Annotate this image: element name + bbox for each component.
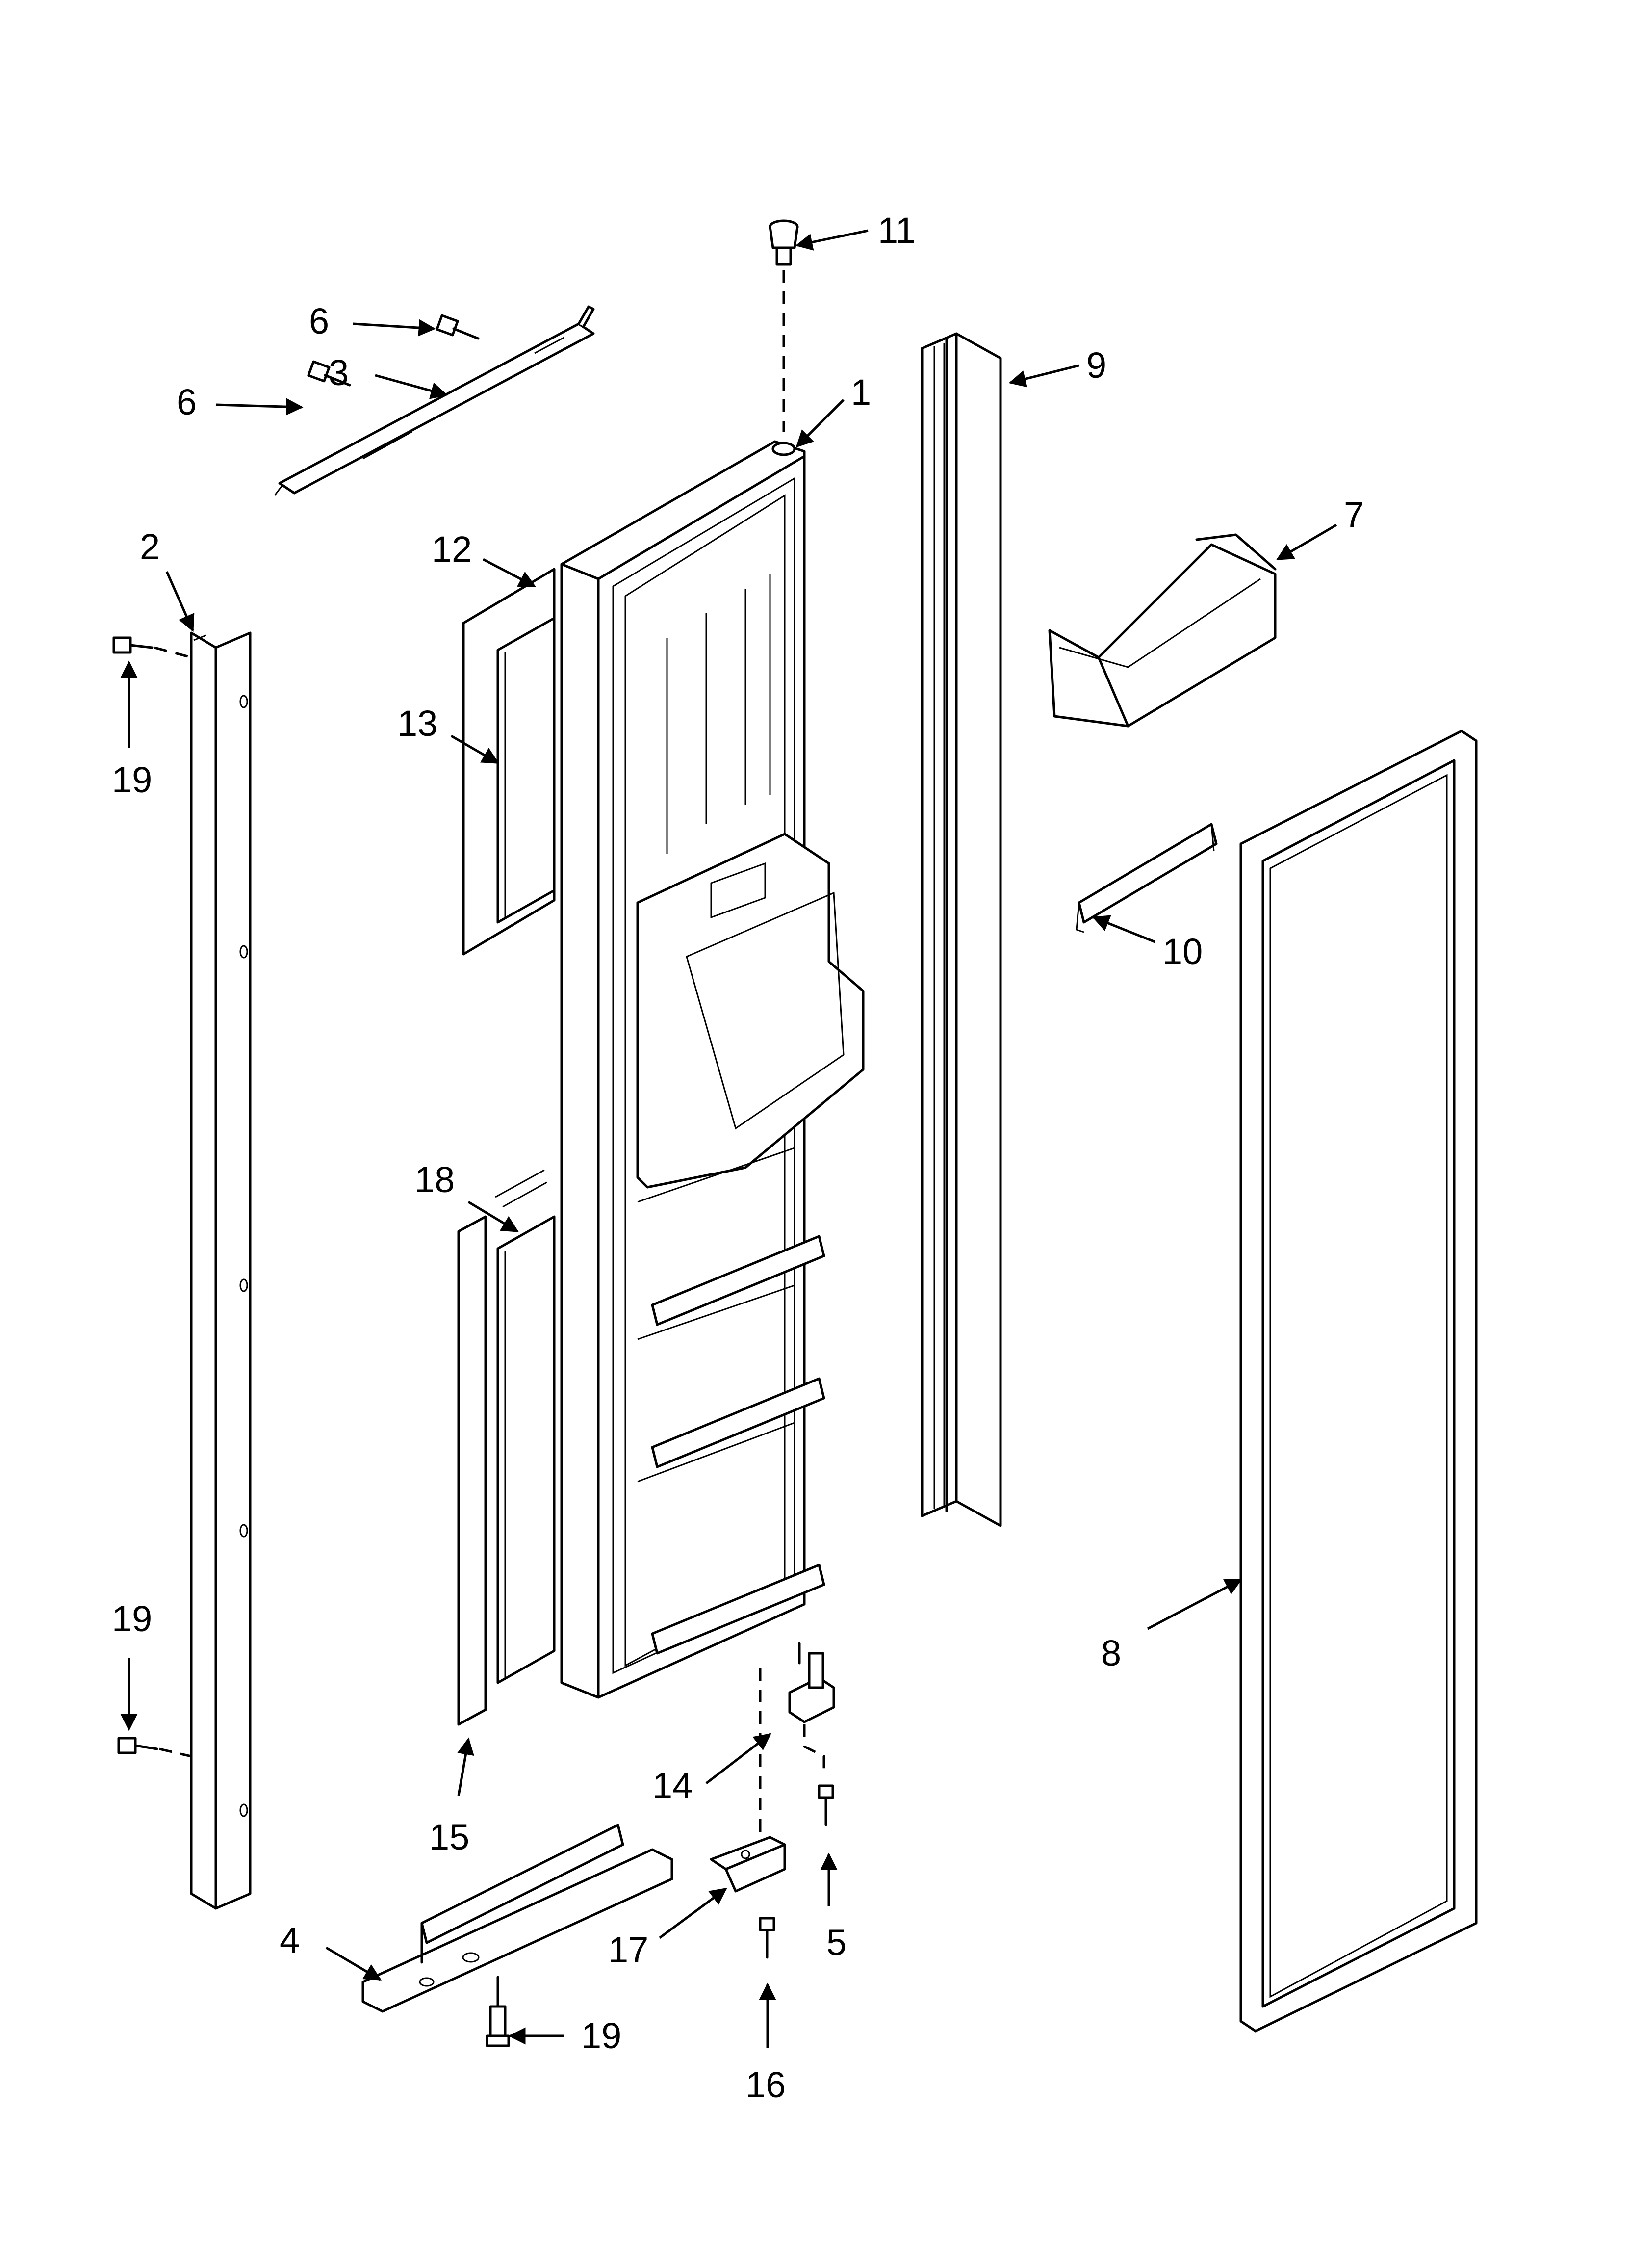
part-1-door-liner: [560, 440, 865, 1699]
part-16-screw: [759, 1917, 775, 1959]
part-18-panel: [496, 1215, 556, 1684]
callout-14: 14: [652, 1765, 693, 1806]
callout-1: 1: [851, 372, 871, 413]
callout-11: 11: [878, 210, 916, 251]
callout-15: 15: [429, 1817, 469, 1857]
callout-13: 13: [397, 703, 437, 744]
part-10-trim-piece: [1076, 823, 1218, 933]
callout-17: 17: [608, 1929, 648, 1970]
part-17-hinge-plate: [710, 1836, 786, 1893]
part-7-door-bin: [1048, 533, 1277, 728]
part-2-left-trim: [190, 631, 252, 1910]
part-14-hinge-pin: [788, 1642, 835, 1723]
callout-5: 5: [826, 1922, 847, 1963]
callout-19a: 19: [112, 759, 152, 800]
callout-labels: 11 1 9 7 10 8 6 6 3 2 12 13 18 15 19 19 …: [112, 210, 1364, 2105]
callout-2: 2: [140, 526, 160, 567]
callout-7: 7: [1344, 495, 1364, 535]
callout-19c: 19: [581, 2015, 621, 2056]
callout-19b: 19: [112, 1598, 152, 1639]
part-8-gasket: [1239, 730, 1478, 2033]
callout-6b: 6: [177, 382, 197, 422]
callout-8: 8: [1101, 1633, 1121, 1673]
part-13-panel: [496, 617, 556, 924]
part-6-screw-a: [436, 314, 480, 340]
part-19-screw-bottom: [486, 1976, 510, 2047]
part-19-screw-mid: [117, 1737, 192, 1758]
callout-4: 4: [280, 1920, 300, 1960]
part-4-bottom-bracket: [361, 1824, 673, 2013]
part-15-panel: [457, 1169, 547, 1726]
callout-18: 18: [414, 1159, 455, 1200]
part-3-top-bracket: [274, 305, 595, 496]
leader-arrows: [120, 229, 1337, 2048]
callout-3: 3: [329, 352, 349, 393]
callout-16: 16: [745, 2064, 786, 2105]
part-5-axis-line: [803, 1724, 825, 1776]
part-11-plug: [769, 219, 799, 266]
callout-12: 12: [432, 529, 472, 570]
part-5-screw: [818, 1784, 834, 1826]
part-9-right-trim: [921, 332, 1002, 1527]
callout-9: 9: [1086, 345, 1106, 386]
callout-10: 10: [1162, 931, 1203, 972]
part-19-screw-top: [112, 636, 192, 659]
callout-6a: 6: [309, 301, 329, 341]
part-6-screw-b: [307, 360, 351, 387]
